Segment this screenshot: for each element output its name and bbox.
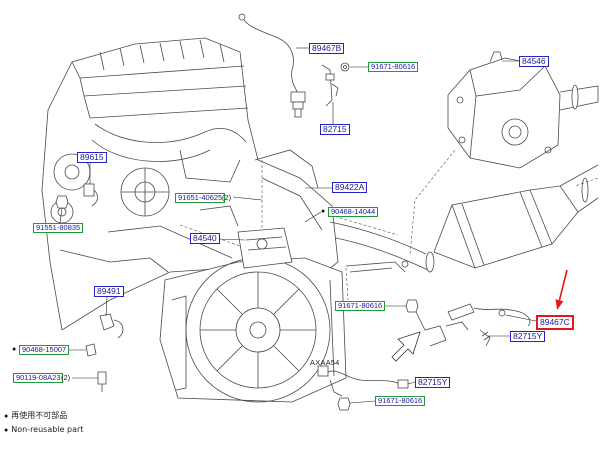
part-label-91671-80616-inset[interactable]: 91671-80616	[375, 396, 426, 406]
upper-clamp-drawing	[321, 62, 350, 107]
part-label-91551-80835[interactable]: 91551-80835	[33, 223, 84, 233]
left-sensor-drawing	[55, 183, 124, 392]
exhaust-drawing	[329, 164, 599, 273]
part-label-82715y-inset[interactable]: 82715Y	[415, 377, 451, 388]
inset-model-label: AXAA54	[310, 358, 340, 367]
leader-line	[59, 207, 63, 224]
leader-line	[216, 238, 246, 241]
leader-line	[232, 196, 263, 201]
transmission-drawing	[159, 227, 347, 403]
non-reusable-marker: ●	[4, 427, 9, 434]
part-label-91651-40625[interactable]: 91651-40625	[175, 193, 226, 203]
non-reusable-marker: ●	[4, 413, 9, 420]
upper-sensor-drawing	[238, 13, 306, 118]
part-label-91671-80616-middle[interactable]: 91671-80616	[335, 301, 386, 311]
part-label-90468-14044[interactable]: 90468-14044	[328, 207, 379, 217]
part-label-82715y[interactable]: 82715Y	[510, 331, 546, 342]
non-reusable-marker: ●	[321, 208, 326, 215]
part-label-89467b[interactable]: 89467B	[309, 43, 345, 54]
part-label-84540[interactable]: 84540	[190, 233, 220, 244]
part-label-84546[interactable]: 84546	[519, 56, 549, 67]
non-reusable-marker: ●	[12, 346, 17, 353]
part-label-89467c-highlighted[interactable]: 89467C	[536, 315, 574, 330]
part-label-89422a[interactable]: 89422A	[332, 182, 368, 193]
part-label-90119-08a23[interactable]: 90119-08A23	[13, 373, 64, 383]
inset-harness-drawing	[317, 365, 409, 411]
quantity-text: (2)	[222, 193, 232, 202]
leader-line	[105, 296, 108, 317]
legend-english-text: Non-reusable part	[11, 425, 84, 434]
legend-japanese-text: 再使用不可部品	[11, 411, 68, 420]
legend-japanese: ●再使用不可部品	[4, 411, 67, 421]
part-label-91671-80616-top[interactable]: 91671-80616	[368, 62, 419, 72]
quantity-text: (2)	[61, 373, 71, 382]
leader-line	[505, 314, 537, 322]
part-label-90468-15007[interactable]: 90468-15007	[19, 345, 70, 355]
view-direction-arrow	[391, 331, 421, 362]
legend-english: ●Non-reusable part	[4, 425, 83, 435]
leader-line	[349, 400, 376, 404]
leader-line	[304, 211, 322, 223]
part-label-82715[interactable]: 82715	[320, 124, 350, 135]
part-label-89615[interactable]: 89615	[77, 152, 107, 163]
highlight-arrow	[555, 269, 568, 310]
part-label-89491[interactable]: 89491	[94, 286, 124, 297]
leader-line	[407, 381, 416, 385]
lower-sensor-drawing	[405, 299, 531, 347]
differential-drawing	[447, 51, 599, 169]
